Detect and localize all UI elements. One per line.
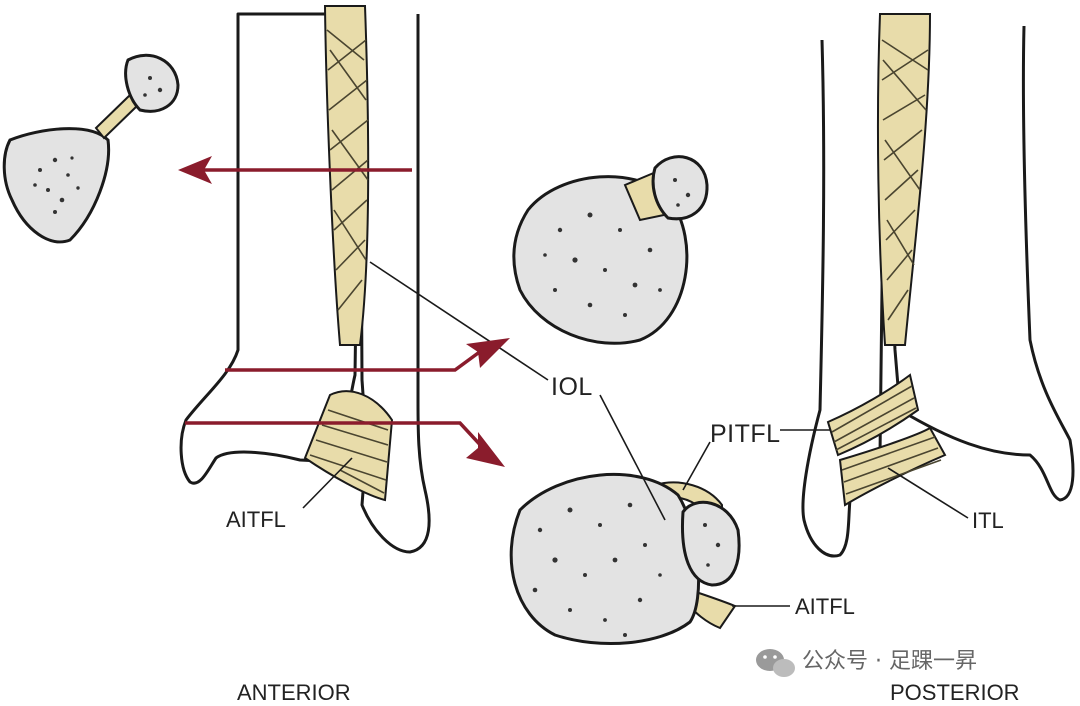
pitfl-leader	[682, 441, 711, 491]
section-pores-1	[33, 76, 163, 214]
label-anterior: ANTERIOR	[237, 680, 351, 705]
wechat-icon	[756, 649, 795, 677]
label-posterior: POSTERIOR	[890, 680, 1020, 705]
iol-leader	[369, 261, 549, 381]
label-aitfl-right: AITFL	[795, 594, 855, 619]
iol-section-leader	[599, 394, 666, 521]
section-pores-2	[543, 178, 691, 317]
anterior-interosseous-ligament	[323, 5, 370, 346]
watermark-text: 公众号 · 足踝一昇	[802, 649, 977, 674]
cross-section-proximal	[2, 53, 180, 244]
watermark: 公众号 · 足踝一昇	[756, 649, 977, 677]
label-iol: IOL	[551, 373, 593, 401]
label-aitfl-left: AITFL	[226, 507, 286, 532]
cross-section-middle	[512, 155, 709, 345]
section-pores-3	[532, 502, 721, 637]
posterior-interosseous-ligament	[876, 13, 932, 346]
cross-section-distal	[509, 394, 790, 646]
anterior-view	[179, 5, 549, 554]
anterior-aitfl-band	[303, 390, 394, 502]
aitfl-left-leader	[302, 457, 353, 509]
itl-leader	[887, 467, 969, 519]
arrow-distal	[185, 421, 487, 452]
label-pitfl: PITFL	[710, 420, 781, 448]
posterior-pitfl-band	[826, 373, 920, 457]
posterior-itl-band	[838, 426, 947, 507]
level-arrows	[178, 156, 510, 467]
arrow-middle	[225, 346, 487, 372]
label-itl: ITL	[972, 508, 1004, 533]
posterior-view	[780, 13, 1075, 558]
